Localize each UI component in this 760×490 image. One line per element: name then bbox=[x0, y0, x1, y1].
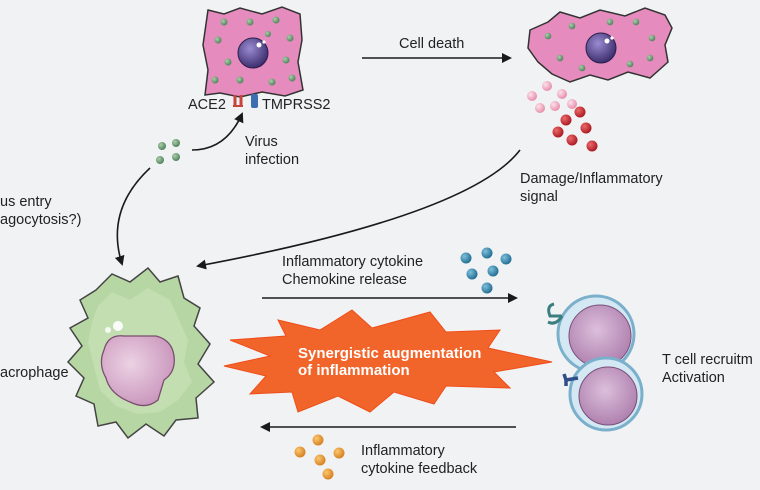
cytokine-release-label-line2: Chemokine release bbox=[282, 272, 407, 288]
virus-infection-label-line1: Virus bbox=[245, 134, 278, 150]
damage-signal-label-line2: signal bbox=[520, 189, 558, 205]
feedback-label-line1: Inflammatory bbox=[361, 443, 445, 459]
virus-entry-label-line2: agocytosis?) bbox=[0, 212, 82, 228]
virus-particles-in-cell bbox=[211, 16, 296, 86]
synergy-label-line2: of inflammation bbox=[298, 362, 410, 379]
virus-entry-arrow bbox=[114, 167, 151, 266]
t-cell-lower bbox=[562, 356, 644, 432]
cytokine-release-label-line1: Inflammatory cytokine bbox=[282, 254, 424, 270]
virus-infection-label-line2: infection bbox=[245, 152, 300, 168]
macrophage-label: acrophage bbox=[0, 365, 69, 381]
t-cell-label-line2: Activation bbox=[662, 370, 725, 386]
ace2-receptor bbox=[233, 95, 243, 107]
t-cell-upper bbox=[547, 294, 636, 374]
virus-particles-in-dying-cell bbox=[544, 18, 656, 72]
damage-signal-arrow bbox=[196, 149, 521, 270]
macrophage-cell bbox=[66, 266, 216, 440]
cell-death-label: Cell death bbox=[399, 36, 465, 52]
free-virus-particles bbox=[156, 139, 180, 164]
virus-infection-arrow bbox=[191, 112, 244, 151]
chemokine-particles bbox=[460, 247, 512, 294]
feedback-cytokine-particles bbox=[294, 434, 345, 480]
feedback-label-line2: cytokine feedback bbox=[361, 461, 478, 477]
damage-signal-particles bbox=[527, 81, 598, 152]
damage-signal-label-line1: Damage/Inflammatory bbox=[520, 171, 663, 187]
dying-cell bbox=[527, 7, 673, 83]
epithelial-nucleus bbox=[237, 37, 269, 69]
virus-entry-label-line1: us entry bbox=[0, 194, 52, 210]
synergy-label-line1: Synergistic augmentation bbox=[298, 345, 482, 362]
t-cell-label-line1: T cell recruitm bbox=[662, 352, 753, 368]
tmprss2-label: TMPRSS2 bbox=[262, 97, 331, 113]
tmprss2-receptor bbox=[251, 94, 258, 108]
ace2-label: ACE2 bbox=[188, 97, 226, 113]
infected-epithelial-cell bbox=[202, 6, 304, 108]
dying-cell-nucleus bbox=[585, 32, 617, 64]
synergy-burst bbox=[223, 309, 553, 413]
